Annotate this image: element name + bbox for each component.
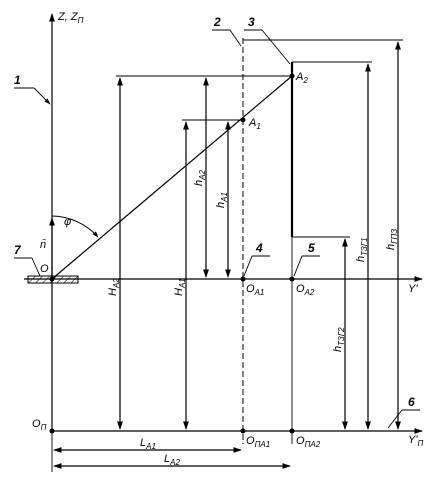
- label-OPA1: OПА1: [246, 435, 270, 449]
- callout-7-leader: [31, 257, 41, 277]
- point-A1: [240, 117, 246, 123]
- label-A1: A1: [248, 117, 261, 131]
- callout-4: 4: [255, 241, 263, 255]
- label-A2: A2: [295, 71, 308, 85]
- y-axis-label: Y': [408, 283, 418, 295]
- label-OPA2: OПА2: [296, 435, 321, 449]
- label-hA2: hA2: [193, 170, 207, 186]
- callout-5-leader: [293, 255, 303, 277]
- callout-1-leader: [33, 87, 51, 105]
- label-hTZG1: hТЗГ1: [355, 237, 369, 262]
- label-HA1: HA1: [173, 278, 187, 296]
- point-A2: [289, 73, 295, 79]
- callout-6-leader: [387, 409, 403, 429]
- point-OA2: [289, 276, 295, 282]
- point-OP: [49, 428, 55, 434]
- label-LA1: LA1: [140, 437, 156, 451]
- label-hA1: hA1: [215, 192, 229, 208]
- phi-arc: [51, 215, 99, 238]
- label-O: O: [40, 263, 49, 275]
- callout-3: 3: [248, 15, 255, 29]
- point-OPA1: [240, 428, 246, 434]
- sight-ray: [51, 75, 293, 280]
- label-OA1: OA1: [246, 283, 264, 297]
- label-hGPZ: hГПЗ: [385, 229, 399, 250]
- point-OA1: [240, 276, 246, 282]
- label-LA2: LA2: [164, 453, 180, 467]
- label-HA2: HA2: [107, 278, 121, 296]
- label-hTZG2: hТЗГ2: [332, 327, 346, 352]
- point-OPA2: [289, 428, 295, 434]
- callout-1: 1: [14, 73, 21, 87]
- callout-6: 6: [408, 395, 415, 409]
- callout-5: 5: [308, 241, 315, 255]
- point-O: [49, 276, 55, 282]
- callout-4-leader: [243, 255, 253, 277]
- callout-3-leader: [261, 29, 291, 65]
- z-axis-label: Z, ZП: [57, 11, 84, 25]
- callout-2: 2: [213, 15, 221, 29]
- label-OP: OП: [32, 418, 47, 432]
- label-OA2: OA2: [296, 283, 315, 297]
- callout-7: 7: [14, 243, 22, 257]
- phi-label: φ: [64, 216, 71, 228]
- callout-2-leader: [229, 29, 242, 47]
- yp-axis-label: Y'П: [408, 434, 423, 448]
- n-label: n̄: [40, 238, 46, 251]
